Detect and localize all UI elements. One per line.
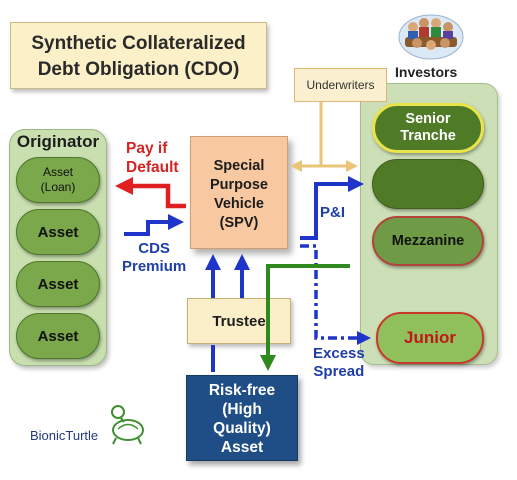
unlabeled-tranche [372,159,484,209]
senior-line-2: Tranche [400,128,456,144]
premium-line: Premium [122,258,187,275]
underwriters-box: Underwriters [294,68,387,102]
riskfree-asset-box: Risk-free (High Quality) Asset [186,375,298,461]
spv-line-1: Special [213,158,265,174]
senior-line-1: Senior [405,111,451,127]
asset-2: Asset [16,209,100,255]
asset-4: Asset [16,313,100,359]
brand-text: BionicTurtle [30,428,99,443]
investors-crowd-icon [398,14,464,60]
spread-line: Spread [313,363,365,380]
riskfree-line-2: (High [222,401,262,418]
cds-premium-arrow [124,214,184,236]
asset-loan-line-2: (Loan) [40,180,76,194]
title-line-1: Synthetic Collateralized [31,33,246,54]
diagram-title: Synthetic Collateralized Debt Obligation… [10,22,267,89]
cds-premium-label: CDS Premium [122,240,186,276]
asset-3: Asset [16,261,100,307]
spv-box: Special Purpose Vehicle (SPV) [190,136,288,249]
riskfree-line-3: Quality) [213,420,271,437]
excess-spread-arrow [300,244,371,345]
pay-if-default-label: Pay if Default [126,139,179,177]
title-line-2: Debt Obligation (CDO) [37,59,240,80]
senior-tranche: Senior Tranche [372,103,484,153]
excess-spread-label: Excess Spread [313,345,365,381]
investors-label: Investors [395,64,458,80]
riskfree-line-1: Risk-free [208,382,276,399]
pay-if-line: Pay if [126,140,168,157]
pay-if-default-arrow [115,177,186,209]
mezzanine-tranche: Mezzanine [372,216,484,266]
originator-label: Originator [16,132,100,151]
riskfree-line-4: Asset [220,439,264,456]
asset-loan-line-1: Asset [42,165,73,179]
asset-loan: Asset (Loan) [16,157,100,203]
default-line: Default [126,159,179,176]
spv-line-3: Vehicle [214,196,264,212]
spv-line-4: (SPV) [219,215,259,231]
spv-line-2: Purpose [209,177,268,193]
turtle-logo-icon [111,405,144,445]
trustee-box: Trustee [187,298,291,344]
excess-line: Excess [313,345,365,362]
junior-tranche: Junior [376,312,484,364]
pni-label: P&I [320,204,346,221]
cds-line: CDS [138,240,170,257]
